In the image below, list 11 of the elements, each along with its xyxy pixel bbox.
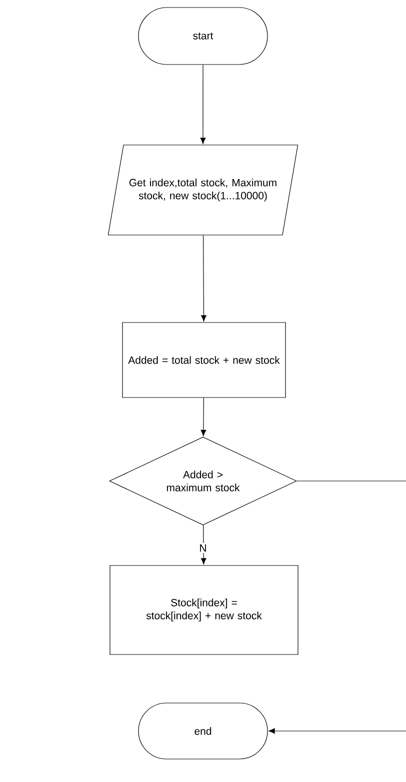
arrow	[200, 524, 206, 564]
process-box: Added = total stock + new stock	[122, 322, 286, 398]
input-parallelogram: Get index,total stock, Maximum stock, new stock(1...10000)	[108, 144, 298, 236]
arrow	[200, 398, 206, 436]
edge-label: N	[198, 542, 208, 554]
start-terminal: start	[138, 7, 268, 65]
end-terminal: end	[138, 702, 268, 760]
arrow	[200, 64, 206, 144]
arrow	[201, 235, 206, 322]
process-box: Stock[index] = stock[index] + new stock	[110, 565, 298, 655]
arrow	[268, 728, 406, 734]
